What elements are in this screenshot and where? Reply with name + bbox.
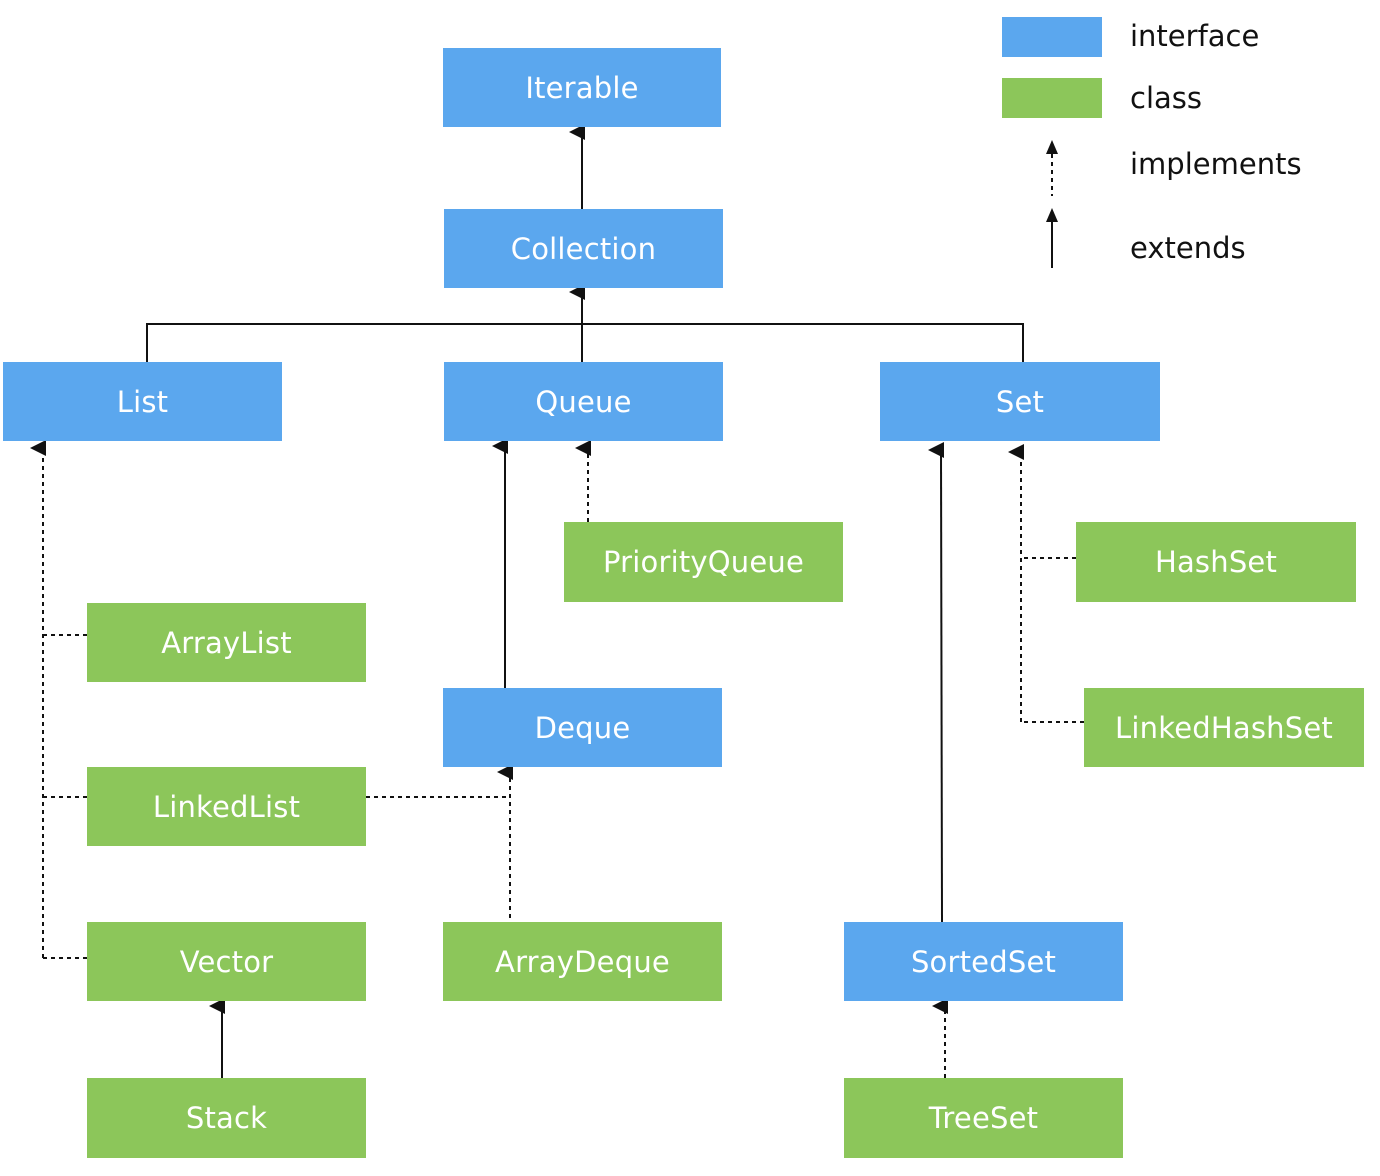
legend-implements-label: implements: [1130, 147, 1302, 181]
node-treeset: TreeSet: [844, 1078, 1123, 1158]
node-list: List: [3, 362, 282, 441]
node-set: Set: [880, 362, 1160, 441]
edge-sortedset-set: [928, 441, 945, 923]
node-arraydeque: ArrayDeque: [443, 922, 722, 1001]
node-deque: Deque: [443, 688, 722, 767]
node-hashset: HashSet: [1076, 522, 1356, 602]
legend-interface-swatch: [1002, 17, 1102, 57]
legend-class-swatch: [1002, 78, 1102, 118]
node-vector: Vector: [87, 922, 366, 1001]
legend-interface-label: interface: [1130, 19, 1260, 53]
edge-set-collection: [582, 323, 1024, 362]
legend-arrows: [1046, 140, 1058, 268]
legend-extends-label: extends: [1130, 231, 1246, 265]
edge-list-collection: [146, 323, 582, 362]
node-stack: Stack: [87, 1078, 366, 1158]
node-collection: Collection: [444, 209, 723, 288]
node-iterable: Iterable: [443, 48, 721, 127]
node-arraylist: ArrayList: [87, 603, 366, 682]
legend-class-label: class: [1130, 81, 1202, 115]
legend-extends-arrow: [1046, 208, 1058, 222]
legend-implements-arrow: [1046, 140, 1058, 154]
node-priorityqueue: PriorityQueue: [564, 522, 843, 602]
node-linkedlist: LinkedList: [87, 767, 366, 846]
node-sortedset: SortedSet: [844, 922, 1123, 1001]
node-queue: Queue: [444, 362, 723, 441]
node-linkedhashset: LinkedHashSet: [1084, 688, 1364, 767]
